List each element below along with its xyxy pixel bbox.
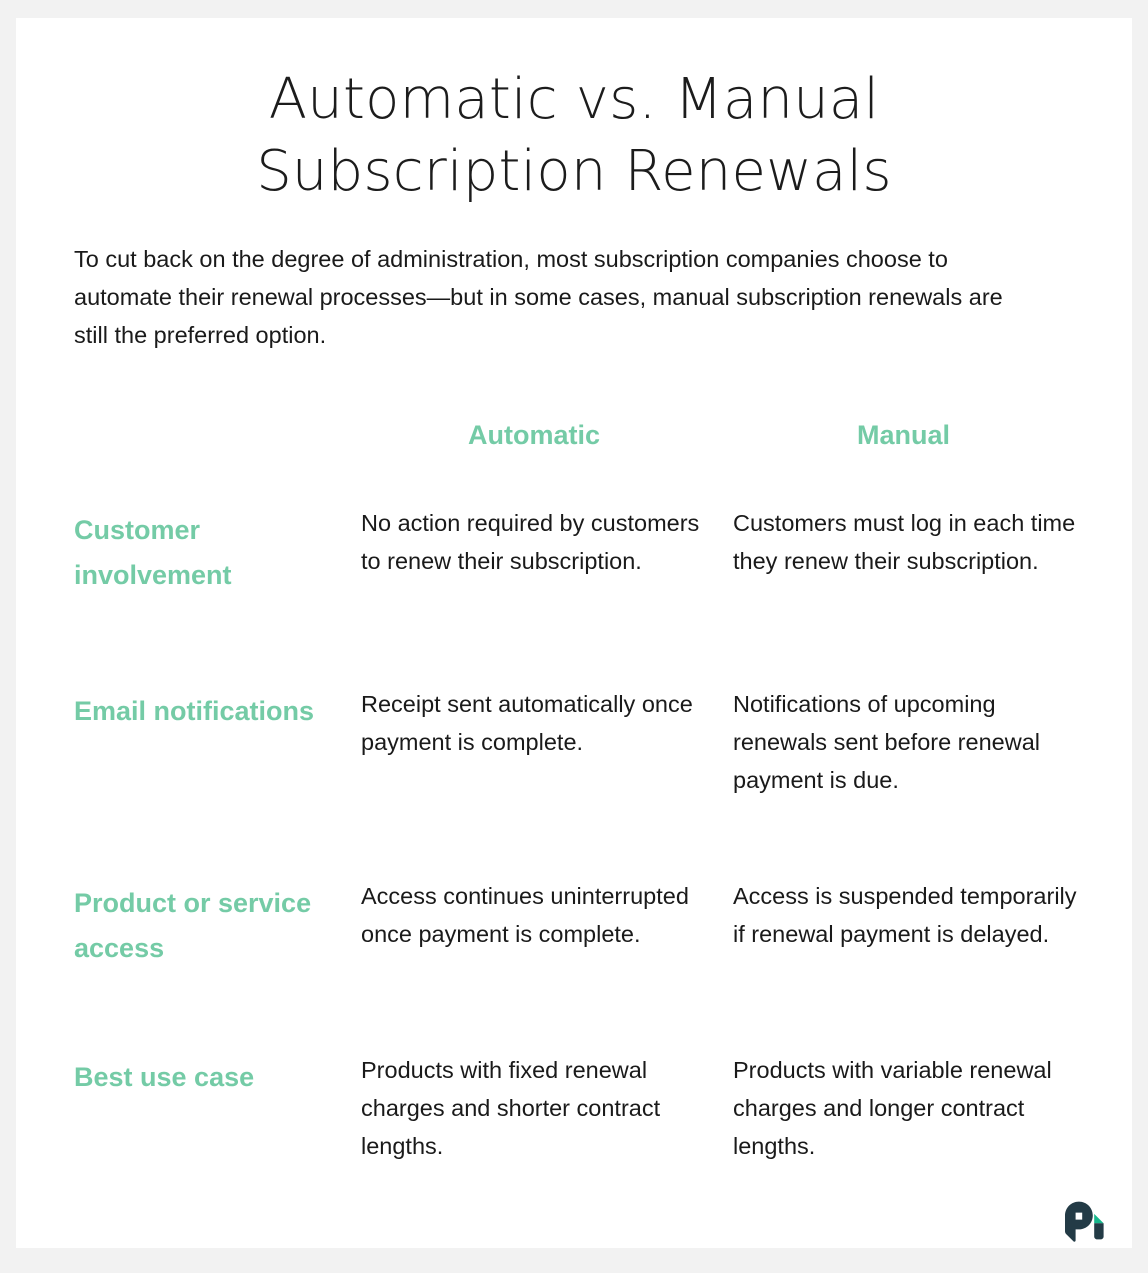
row-automatic-email-notifications: Receipt sent automatically once payment … — [361, 691, 693, 755]
content-card: Automatic vs. Manual Subscription Renewa… — [16, 18, 1132, 1248]
table-header-automatic: Automatic — [467, 420, 600, 450]
row-label-product-or-service-access: Product or service access — [74, 888, 312, 963]
table-row: Customer involvement No action required … — [74, 504, 1094, 598]
paddle-logo-icon — [1055, 1196, 1111, 1252]
table-row: Email notifications Receipt sent automat… — [74, 685, 1094, 799]
page-title-line-2: Subscription Renewals — [256, 139, 892, 204]
row-label-customer-involvement: Customer involvement — [74, 515, 232, 590]
row-manual-best-use-case: Products with variable renewal charges a… — [733, 1057, 1052, 1159]
row-manual-product-or-service-access: Access is suspended temporarily if renew… — [733, 883, 1077, 947]
row-automatic-best-use-case: Products with fixed renewal charges and … — [361, 1057, 661, 1159]
page-title: Automatic vs. Manual Subscription Renewa… — [16, 64, 1132, 208]
page-title-line-1: Automatic vs. Manual — [268, 67, 880, 132]
row-manual-customer-involvement: Customers must log in each time they ren… — [733, 510, 1076, 574]
intro-paragraph: To cut back on the degree of administrat… — [74, 246, 1003, 348]
row-automatic-customer-involvement: No action required by customers to renew… — [361, 510, 700, 574]
row-manual-email-notifications: Notifications of upcoming renewals sent … — [733, 691, 1040, 793]
table-row: Best use case Products with fixed renewa… — [74, 1051, 1094, 1165]
row-label-best-use-case: Best use case — [74, 1062, 255, 1092]
table-header-row: Automatic Manual — [74, 418, 1094, 478]
row-automatic-product-or-service-access: Access continues uninterrupted once paym… — [361, 883, 689, 947]
table-header-manual: Manual — [856, 420, 950, 450]
table-row: Product or service access Access continu… — [74, 877, 1094, 971]
comparison-table: Automatic Manual Customer involvement No… — [74, 418, 1094, 1165]
row-label-email-notifications: Email notifications — [74, 696, 315, 726]
